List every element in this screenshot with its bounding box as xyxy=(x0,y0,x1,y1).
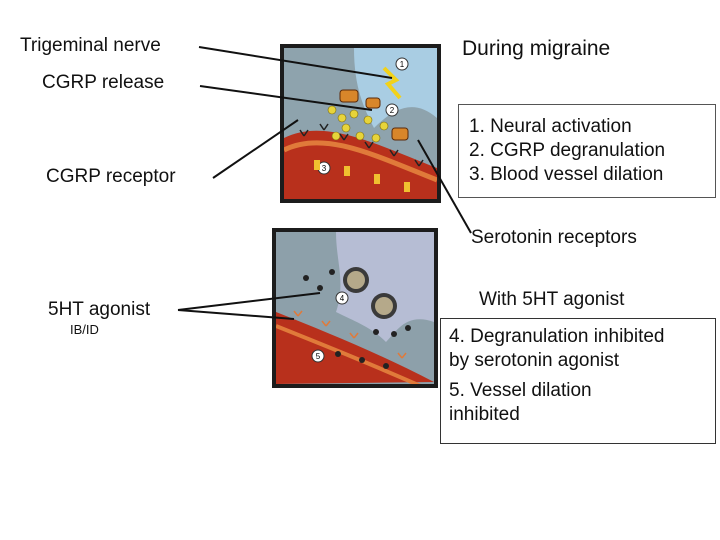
step-marker-1-label: 1 xyxy=(400,60,405,69)
agonist-effect-title: With 5HT agonist xyxy=(479,289,625,310)
step-marker-4-label: 4 xyxy=(340,294,345,303)
cgrp-receptor-leader xyxy=(212,119,299,179)
trigeminal-nerve-leader xyxy=(198,46,393,79)
migraine-step-2: 2. CGRP degranulation xyxy=(469,140,666,161)
cgrp-release-label: CGRP release xyxy=(42,72,165,93)
step-marker-5 xyxy=(311,349,325,363)
agonist-leader-lower xyxy=(177,309,295,320)
serotonin-receptors-leader xyxy=(417,139,472,234)
step-marker-4 xyxy=(335,291,349,305)
migraine-step-1: 1. Neural activation xyxy=(469,116,632,137)
agonist-step-5-cont: inhibited xyxy=(449,404,520,425)
agonist-step-4-cont: by serotonin agonist xyxy=(449,350,620,371)
agonist-step-5: 5. Vessel dilation xyxy=(449,380,592,401)
serotonin-receptors-label: Serotonin receptors xyxy=(471,227,637,248)
step-marker-5-label: 5 xyxy=(316,352,321,361)
step-marker-2-label: 2 xyxy=(390,106,395,115)
agonist-subtype-label: IB/ID xyxy=(70,322,99,337)
cgrp-release-leader xyxy=(199,85,373,111)
agonist-step-4: 4. Degranulation inhibited xyxy=(449,326,665,347)
trigeminal-nerve-label: Trigeminal nerve xyxy=(20,35,161,56)
agonist-illustration-art: 4 5 xyxy=(276,232,434,384)
cgrp-receptor-label: CGRP receptor xyxy=(46,166,176,187)
migraine-title: During migraine xyxy=(462,37,611,60)
step-marker-1 xyxy=(395,57,409,71)
migraine-step-3: 3. Blood vessel dilation xyxy=(469,164,664,185)
agonist-leader-upper xyxy=(177,292,321,311)
agonist-steps-box: 4. Degranulation inhibited by serotonin … xyxy=(440,318,716,444)
migraine-steps-box: 1. Neural activation 2. CGRP degranulati… xyxy=(458,104,716,198)
agonist-label: 5HT agonist xyxy=(48,299,151,320)
step-marker-2 xyxy=(385,103,399,117)
step-marker-3-label: 3 xyxy=(322,164,327,173)
agonist-illustration: 4 5 xyxy=(272,228,438,388)
